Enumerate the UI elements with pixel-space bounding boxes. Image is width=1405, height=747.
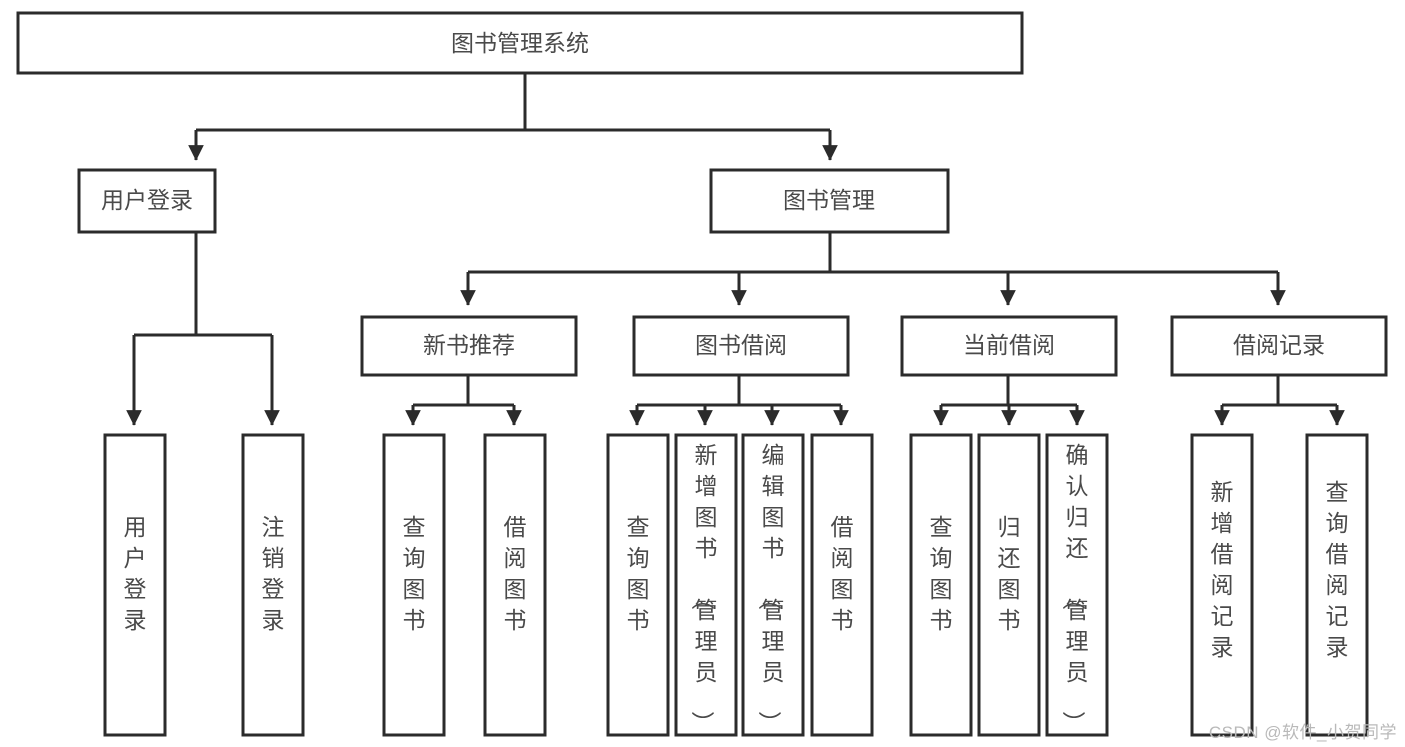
node-leaf-add-book-box[interactable] bbox=[674, 433, 738, 737]
node-leaf-user-login-box[interactable] bbox=[103, 433, 167, 737]
node-root-label: 图书管理系统 bbox=[451, 30, 589, 56]
node-book-mgmt[interactable]: 图书管理 bbox=[709, 168, 950, 234]
node-current-borrow-label: 当前借阅 bbox=[963, 332, 1055, 358]
node-leaf-return-book-box[interactable] bbox=[977, 433, 1041, 737]
node-root-box[interactable] bbox=[16, 11, 1024, 75]
node-leaf-logout[interactable]: 注销登录 bbox=[241, 433, 305, 737]
node-leaf-edit-book-label: 编辑图书（管理员） bbox=[757, 442, 785, 734]
node-leaf-user-login-label: 用户登录 bbox=[124, 514, 147, 633]
node-new-book-recommend-label: 新书推荐 bbox=[423, 332, 515, 358]
connector-group-current-borrow bbox=[933, 375, 1085, 426]
node-borrow-records[interactable]: 借阅记录 bbox=[1170, 315, 1388, 377]
node-book-mgmt-label: 图书管理 bbox=[783, 187, 875, 213]
node-leaf-query-book-2-box[interactable] bbox=[606, 433, 670, 737]
node-book-mgmt-box[interactable] bbox=[709, 168, 950, 234]
node-current-borrow-box[interactable] bbox=[900, 315, 1118, 377]
node-user-login-label: 用户登录 bbox=[101, 187, 193, 213]
node-book-borrow[interactable]: 图书借阅 bbox=[632, 315, 850, 377]
node-leaf-query-book-1-label: 查询图书 bbox=[403, 514, 426, 633]
node-leaf-query-record[interactable]: 查询借阅记录 bbox=[1305, 433, 1369, 737]
node-leaf-borrow-book-1[interactable]: 借阅图书 bbox=[483, 433, 547, 737]
node-user-login-box[interactable] bbox=[77, 168, 217, 234]
node-leaf-confirm-return[interactable]: 确认归还（管理员） bbox=[1045, 433, 1109, 737]
node-leaf-query-book-3[interactable]: 查询图书 bbox=[909, 433, 973, 737]
node-leaf-borrow-book-2[interactable]: 借阅图书 bbox=[810, 433, 874, 737]
connector-group-borrow-records bbox=[1214, 375, 1345, 426]
node-leaf-query-book-1-box[interactable] bbox=[382, 433, 446, 737]
node-leaf-add-record-box[interactable] bbox=[1190, 433, 1254, 737]
node-leaf-borrow-book-1-box[interactable] bbox=[483, 433, 547, 737]
node-leaf-logout-box[interactable] bbox=[241, 433, 305, 737]
node-new-book-recommend-box[interactable] bbox=[360, 315, 578, 377]
node-leaf-query-book-3-label: 查询图书 bbox=[930, 514, 953, 633]
node-new-book-recommend[interactable]: 新书推荐 bbox=[360, 315, 578, 377]
node-book-borrow-label: 图书借阅 bbox=[695, 332, 787, 358]
node-leaf-query-book-3-box[interactable] bbox=[909, 433, 973, 737]
node-leaf-edit-book-box[interactable] bbox=[741, 433, 805, 737]
node-leaf-borrow-book-2-label: 借阅图书 bbox=[831, 514, 854, 633]
node-leaf-return-book-label: 归还图书 bbox=[998, 514, 1021, 633]
node-leaf-borrow-book-1-label: 借阅图书 bbox=[504, 514, 527, 633]
node-borrow-records-label: 借阅记录 bbox=[1233, 332, 1325, 358]
watermark-label: CSDN @软件_小贺同学 bbox=[1208, 723, 1397, 742]
node-leaf-logout-label: 注销登录 bbox=[262, 514, 285, 633]
node-leaf-query-book-2[interactable]: 查询图书 bbox=[606, 433, 670, 737]
node-borrow-records-box[interactable] bbox=[1170, 315, 1388, 377]
connector-group-root bbox=[188, 73, 838, 161]
node-leaf-add-record-label: 新增借阅记录 bbox=[1211, 479, 1234, 660]
node-root[interactable]: 图书管理系统 bbox=[16, 11, 1024, 75]
connector-group-new-book bbox=[405, 375, 522, 426]
connector-group-book-borrow bbox=[629, 375, 849, 426]
node-leaf-query-book-2-label: 查询图书 bbox=[627, 514, 650, 633]
node-leaf-confirm-return-box[interactable] bbox=[1045, 433, 1109, 737]
node-leaf-query-record-label: 查询借阅记录 bbox=[1326, 479, 1349, 660]
node-leaf-query-record-box[interactable] bbox=[1305, 433, 1369, 737]
node-leaf-add-record[interactable]: 新增借阅记录 bbox=[1190, 433, 1254, 737]
node-leaf-confirm-return-label: 确认归还（管理员） bbox=[1061, 442, 1089, 734]
connector-group-user-login bbox=[126, 232, 280, 426]
node-leaf-return-book[interactable]: 归还图书 bbox=[977, 433, 1041, 737]
node-leaf-borrow-book-2-box[interactable] bbox=[810, 433, 874, 737]
node-leaf-add-book-label: 新增图书（管理员） bbox=[690, 442, 718, 734]
node-leaf-add-book[interactable]: 新增图书（管理员） bbox=[674, 433, 738, 737]
connector-group-book-mgmt bbox=[460, 232, 1286, 306]
node-leaf-edit-book[interactable]: 编辑图书（管理员） bbox=[741, 433, 805, 737]
node-user-login[interactable]: 用户登录 bbox=[77, 168, 217, 234]
node-current-borrow[interactable]: 当前借阅 bbox=[900, 315, 1118, 377]
node-book-borrow-box[interactable] bbox=[632, 315, 850, 377]
node-leaf-query-book-1[interactable]: 查询图书 bbox=[382, 433, 446, 737]
node-leaf-user-login[interactable]: 用户登录 bbox=[103, 433, 167, 737]
